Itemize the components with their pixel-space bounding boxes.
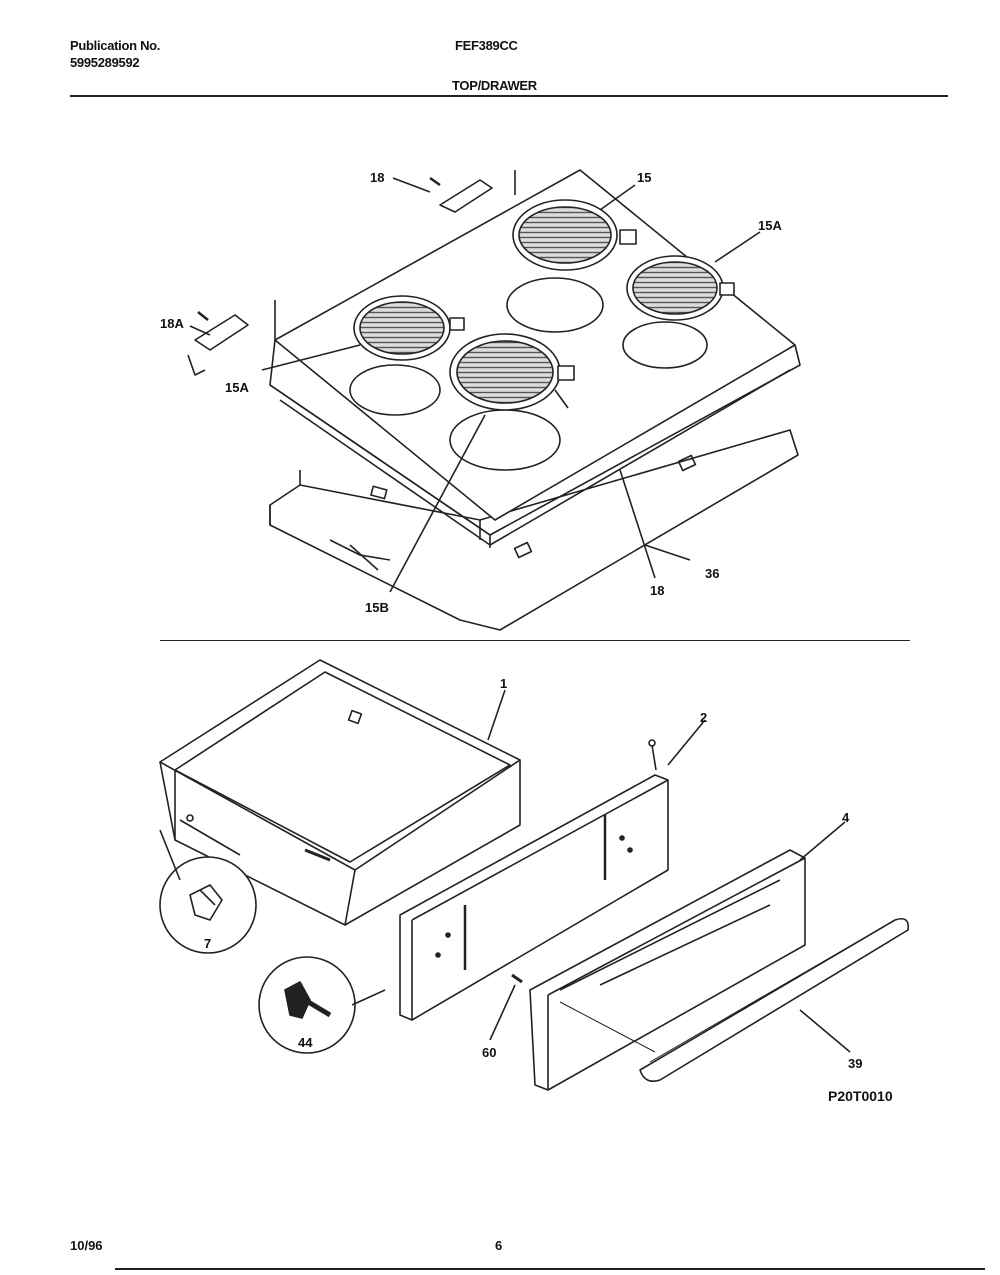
- leader-15b: [389, 414, 486, 593]
- callout-18a: 18A: [160, 316, 184, 331]
- callout-15a-right: 15A: [758, 218, 782, 233]
- drawer-front-panel: [399, 739, 669, 1021]
- cooktop-base-plate: [269, 429, 799, 631]
- callout-15: 15: [637, 170, 651, 185]
- section-title: TOP/DRAWER: [452, 78, 537, 93]
- leader-handle-screw: [559, 1001, 656, 1053]
- leader-39: [799, 1009, 851, 1053]
- callout-15a-left: 15A: [225, 380, 249, 395]
- callout-2: 2: [700, 710, 707, 725]
- leader-2: [667, 719, 706, 766]
- drawer-handle: [639, 917, 910, 1083]
- footer-divider: [115, 1268, 985, 1270]
- callout-18: 18: [370, 170, 384, 185]
- leader-18-bottom: [619, 469, 656, 579]
- leader-15: [599, 184, 636, 211]
- leader-36: [644, 544, 691, 561]
- screw-60: [511, 973, 523, 984]
- drawer-outer-panel: [529, 849, 806, 1091]
- top-callout-labels: 18 15 15A 18A 15A 15B 18 36: [160, 170, 782, 615]
- leader-15a-right: [714, 231, 761, 263]
- callout-44: 44: [298, 1035, 313, 1050]
- publication-label: Publication No.: [70, 38, 161, 53]
- callout-18-bottom: 18: [650, 583, 664, 598]
- callout-4: 4: [842, 810, 850, 825]
- inset-detail-7: [159, 819, 257, 954]
- bracket-18a: [187, 311, 249, 376]
- drawer-body: [159, 659, 521, 926]
- surface-element-15a-right: [626, 255, 735, 321]
- figure-code: P20T0010: [828, 1088, 893, 1104]
- section-divider: [160, 640, 910, 641]
- callout-15b: 15B: [365, 600, 389, 615]
- drawer-assembly: [159, 659, 910, 1091]
- leader-4: [799, 821, 846, 861]
- bracket-18: [429, 176, 493, 213]
- leader-15a-left: [261, 344, 361, 371]
- leader-18: [392, 177, 431, 193]
- drawer-callout-labels: 1 2 4 7 44 60 39: [204, 676, 862, 1071]
- callout-7: 7: [204, 936, 211, 951]
- leader-18a: [189, 325, 211, 336]
- leader-1: [487, 689, 506, 741]
- surface-element-15a-left: [353, 295, 465, 361]
- publication-number: 5995289592: [70, 55, 140, 70]
- model-number: FEF389CC: [455, 38, 518, 53]
- callout-1: 1: [500, 676, 507, 691]
- callout-39: 39: [848, 1056, 862, 1071]
- surface-element-15b: [449, 333, 575, 411]
- cooktop-assembly: [187, 169, 801, 631]
- page-number: 6: [495, 1238, 503, 1253]
- callout-60: 60: [482, 1045, 496, 1060]
- inset-detail-44: [258, 956, 386, 1054]
- footer-date: 10/96: [70, 1238, 103, 1253]
- surface-element-15: [512, 199, 637, 271]
- callout-36: 36: [705, 566, 719, 581]
- leader-60: [489, 984, 516, 1041]
- header-divider: [70, 95, 948, 97]
